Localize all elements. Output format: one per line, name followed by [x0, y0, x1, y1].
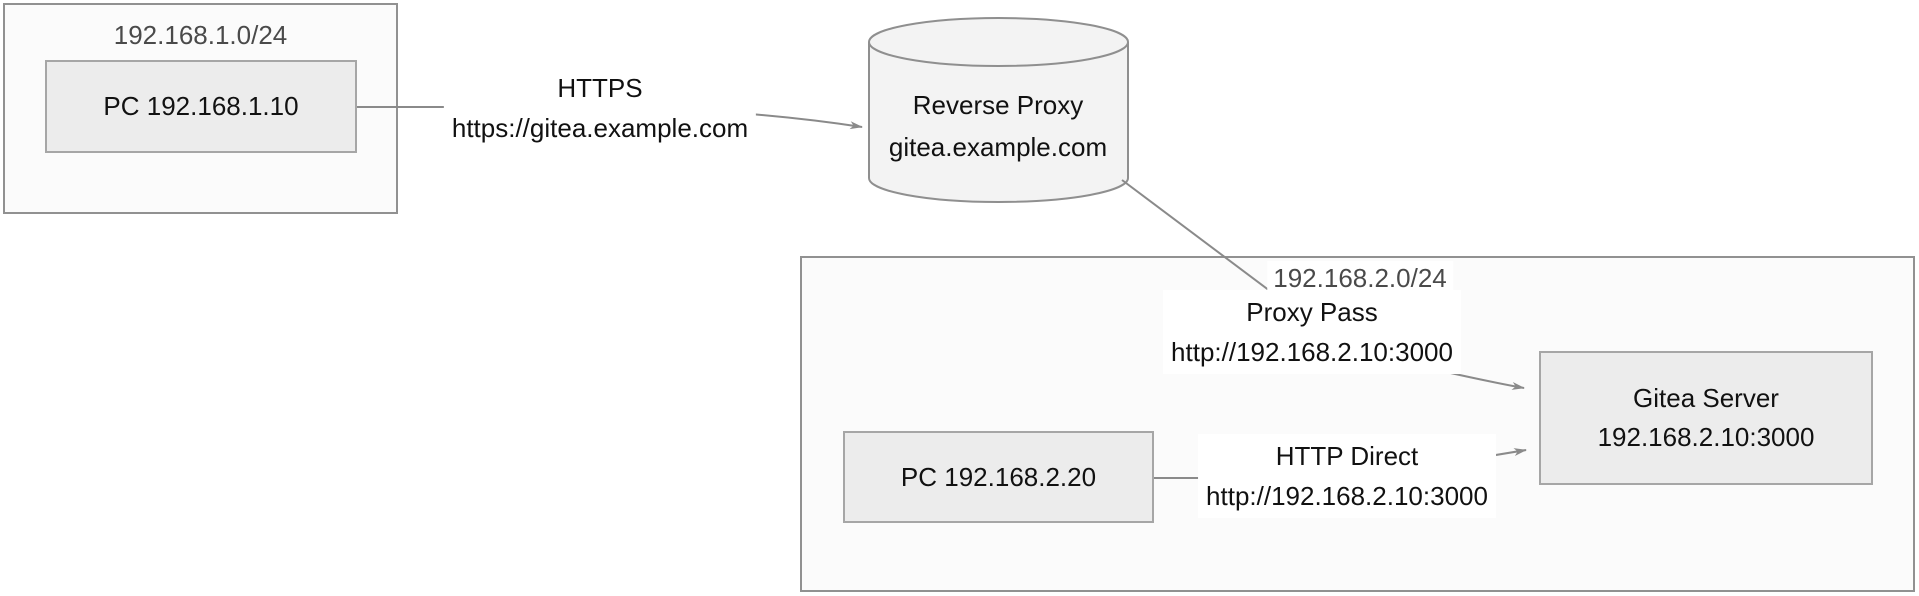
- https-url: https://gitea.example.com: [451, 113, 749, 143]
- proxy-pass-protocol: Proxy Pass: [1246, 297, 1378, 327]
- node-pc-192-168-1-10-label: PC 192.168.1.10: [103, 91, 299, 121]
- node-gitea-server: Gitea Server 192.168.2.10:3000: [1539, 351, 1873, 485]
- http-direct-protocol: HTTP Direct: [1275, 441, 1419, 471]
- reverse-proxy-cylinder: [868, 17, 1129, 203]
- reverse-proxy-host: gitea.example.com: [888, 132, 1108, 162]
- gitea-server-address: 192.168.2.10:3000: [1597, 422, 1815, 452]
- node-pc-192-168-1-10: PC 192.168.1.10: [45, 60, 357, 153]
- cylinder-body: [868, 42, 1129, 203]
- http-direct-edge-label: HTTP Direct http://192.168.2.10:3000: [1198, 434, 1496, 518]
- subnet-title-192-168-1-0: 192.168.1.0/24: [113, 20, 288, 50]
- proxy-pass-url: http://192.168.2.10:3000: [1171, 337, 1453, 367]
- http-direct-url: http://192.168.2.10:3000: [1206, 481, 1488, 511]
- reverse-proxy-label: Reverse Proxy gitea.example.com: [889, 84, 1107, 168]
- https-edge-label: HTTPS https://gitea.example.com: [443, 66, 757, 150]
- reverse-proxy-name: Reverse Proxy: [912, 90, 1084, 120]
- node-pc-192-168-2-20: PC 192.168.2.20: [843, 431, 1154, 523]
- cylinder-top: [868, 17, 1129, 67]
- gitea-server-name: Gitea Server: [1633, 383, 1779, 413]
- subnet-title-192-168-2-0: 192.168.2.0/24: [1267, 261, 1453, 295]
- proxy-pass-edge-label: Proxy Pass http://192.168.2.10:3000: [1163, 290, 1461, 374]
- node-pc-192-168-2-20-label: PC 192.168.2.20: [900, 461, 1097, 492]
- https-protocol: HTTPS: [557, 73, 643, 103]
